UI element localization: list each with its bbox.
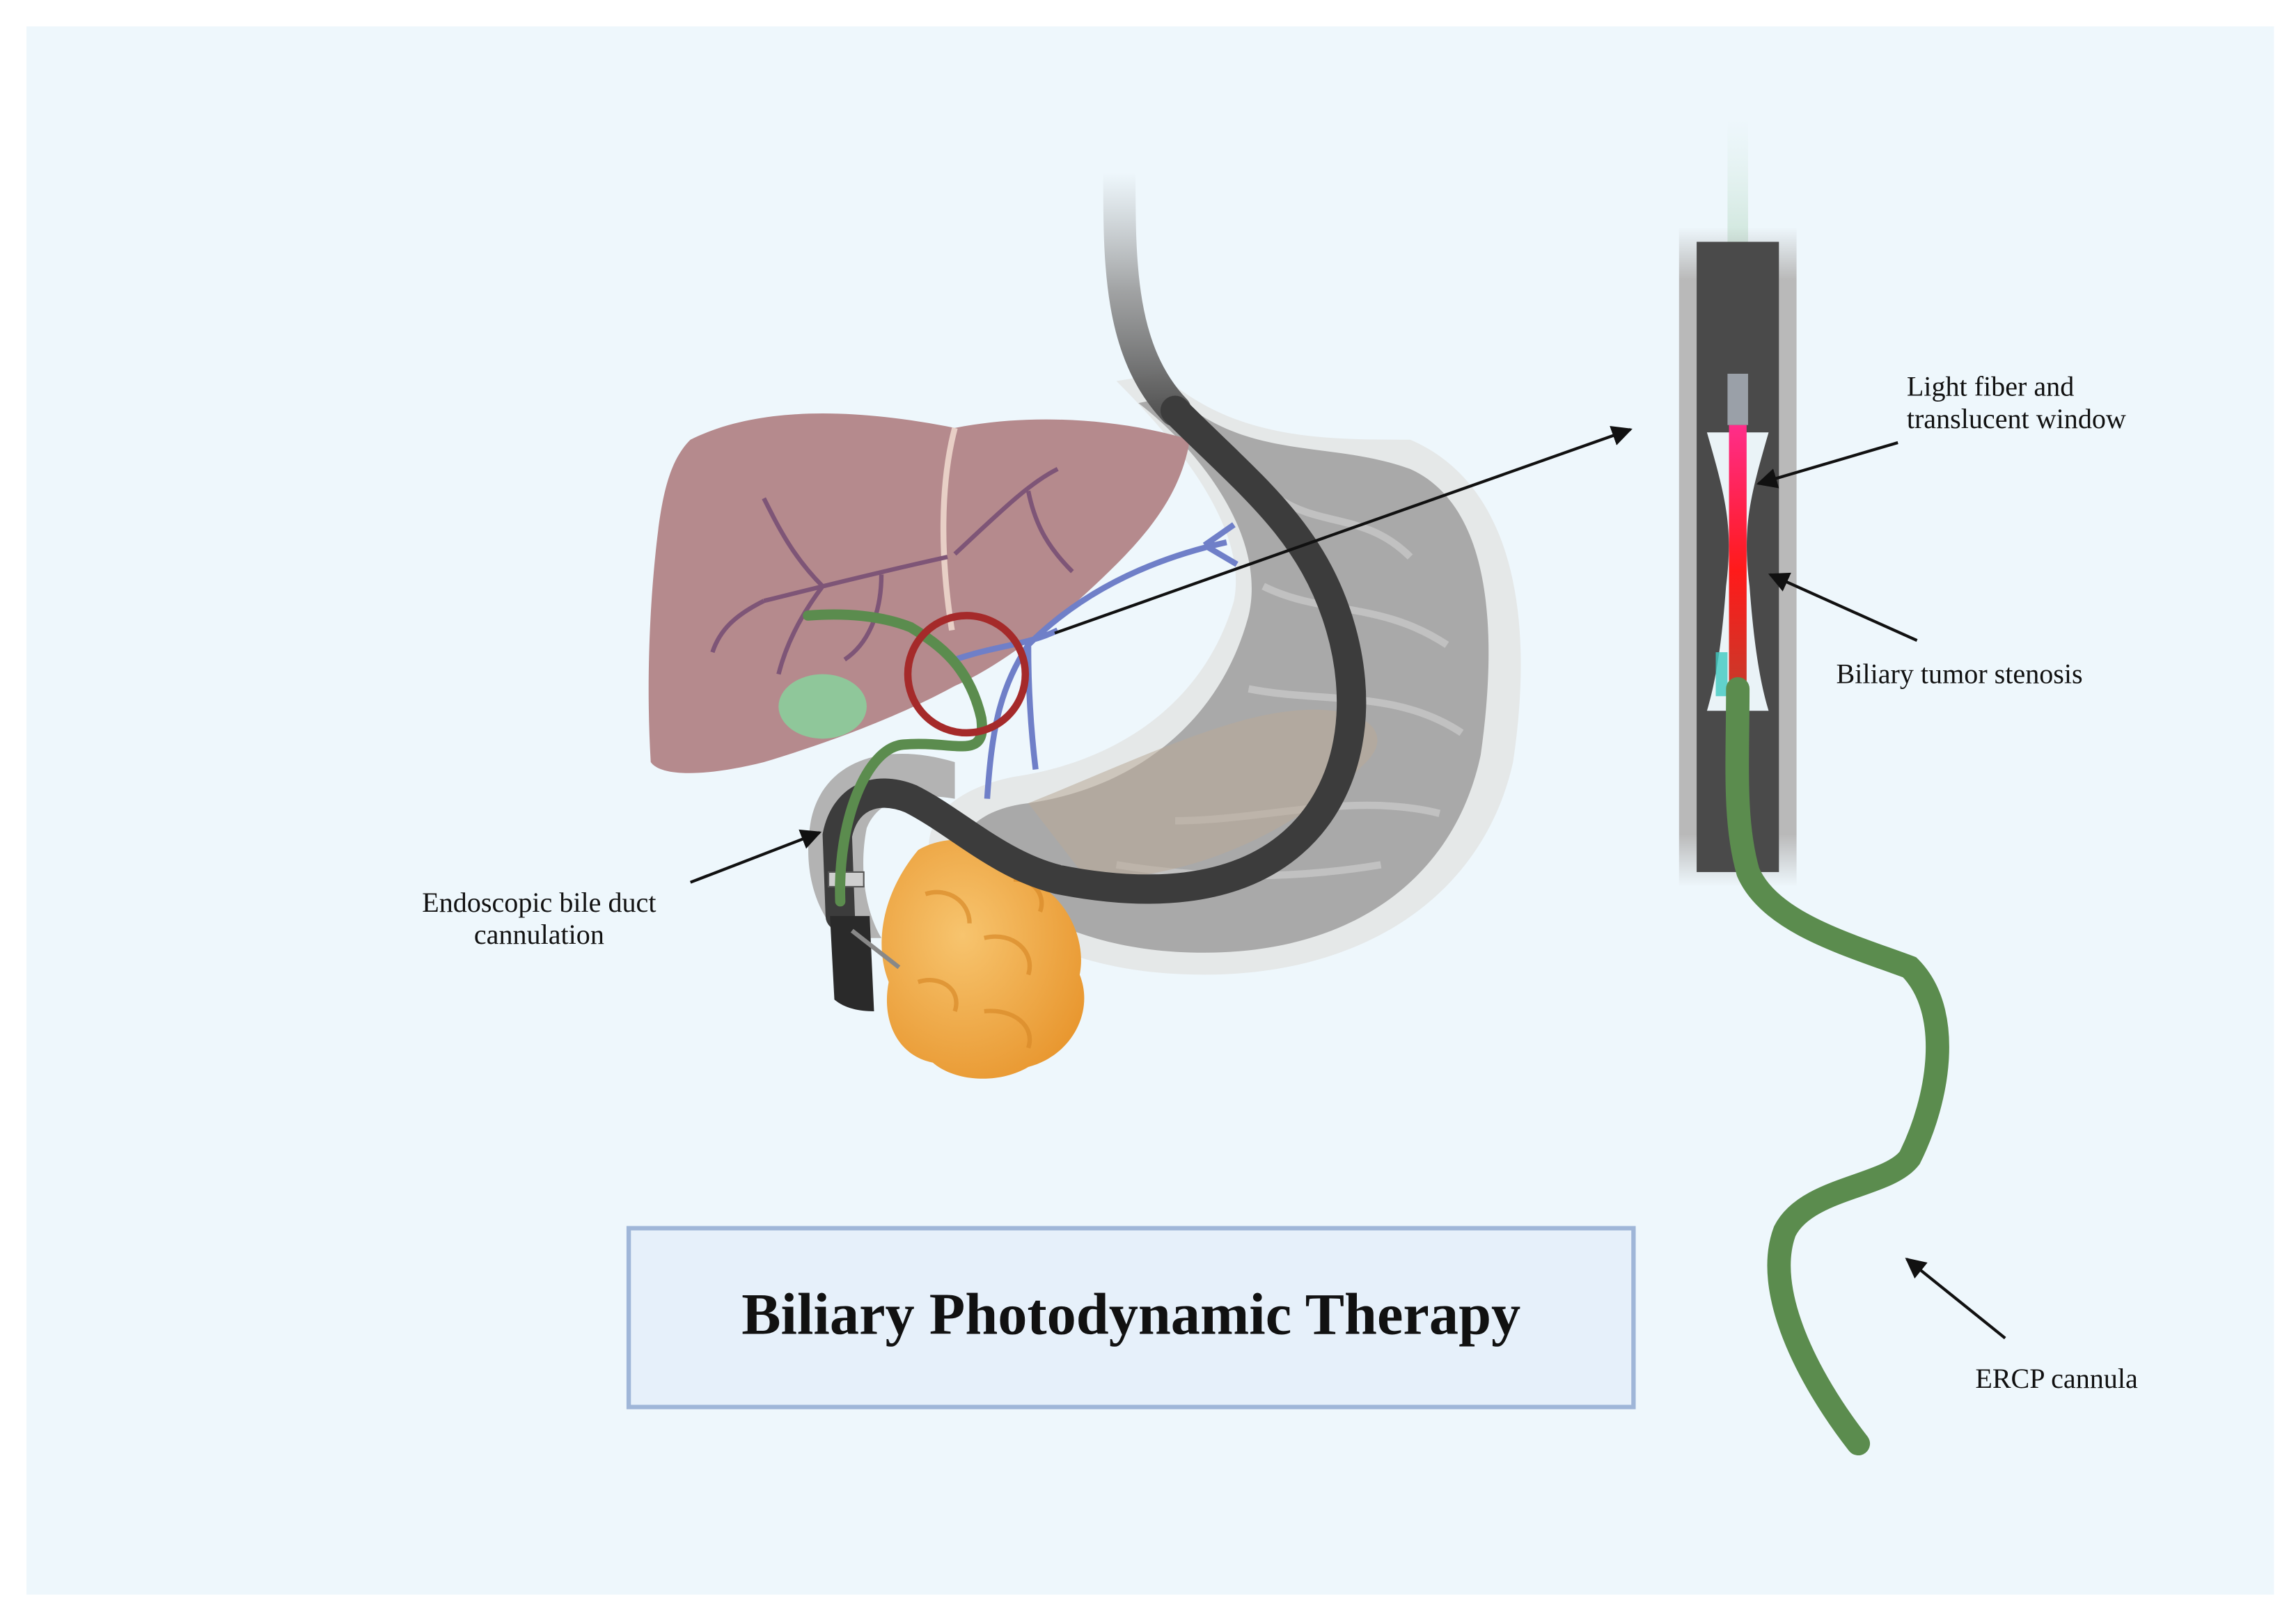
duct-inset (1678, 117, 1949, 1456)
ercp-label: ERCP cannula (1975, 1363, 2138, 1394)
callouts: Light fiber and translucent window Bilia… (422, 371, 2138, 1395)
zoom-arrow (1054, 425, 1633, 635)
light-fiber (1729, 425, 1747, 689)
diagram-title: Biliary Photodynamic Therapy (741, 1282, 1520, 1347)
anatomy-illustration (648, 157, 1521, 1079)
stenosis-label: Biliary tumor stenosis (1837, 658, 2083, 689)
fiber-window-glow (1715, 652, 1728, 697)
falciform-ligament (940, 427, 958, 631)
fiber-label-line1: Light fiber and (1907, 371, 2074, 402)
endoscope-tip-band (828, 871, 865, 888)
liver (648, 413, 1190, 773)
endoscope-upper-fade (1103, 157, 1192, 427)
fiber-callout-arrow (1756, 441, 1898, 489)
stenosis-callout-arrow (1768, 572, 1918, 642)
hepatic-vessels (710, 467, 1074, 675)
title-box (626, 1226, 1636, 1409)
cannulation-label-line2: cannulation (474, 919, 604, 950)
cannula-anatomy (803, 609, 987, 907)
gallbladder (778, 674, 867, 739)
stomach-contents (1028, 709, 1378, 880)
bile-duct (954, 522, 1239, 799)
cannulation-callout-arrow (689, 829, 822, 884)
ercp-callout-arrow (1905, 1258, 2006, 1340)
cannulation-label-line1: Endoscopic bile duct (422, 887, 656, 918)
endoscope-tip (830, 916, 874, 1011)
fiber-label-line2: translucent window (1907, 403, 2126, 434)
elevator-wire (850, 928, 901, 970)
fiber-metal-tip (1727, 373, 1748, 425)
pancreas (881, 839, 1085, 1079)
fiber-tail (1727, 117, 1748, 242)
pancreas-lobules (917, 877, 1044, 1049)
endoscope (822, 395, 1367, 931)
highlight-circle (904, 612, 1030, 737)
ercp-cannula (1725, 677, 1949, 1456)
